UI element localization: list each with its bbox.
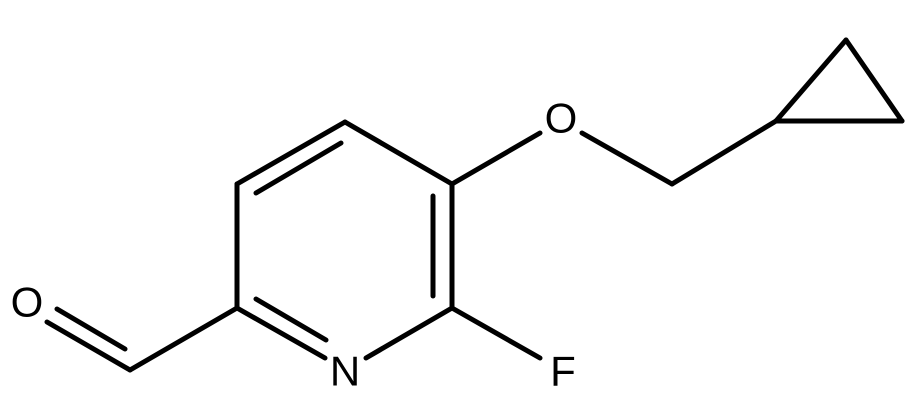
atom-label-fluorine: F bbox=[550, 348, 576, 395]
atom-label-oxygen-carbonyl: O bbox=[11, 279, 44, 326]
bond-o-c5 bbox=[449, 130, 543, 187]
atom-label-oxygen-ether: O bbox=[545, 95, 578, 142]
bond-c2-cho bbox=[127, 305, 240, 373]
bond-c6-f bbox=[449, 305, 543, 361]
bond-c4-c3 bbox=[234, 119, 348, 187]
bond-cho-o-inner bbox=[54, 306, 128, 352]
bond-cyclopropyl-2 bbox=[843, 37, 905, 124]
bond-n-c6 bbox=[363, 305, 455, 361]
bond-cho-o bbox=[44, 319, 133, 373]
bond-ch2-o bbox=[579, 130, 675, 187]
bond-c2-n bbox=[234, 305, 328, 361]
atom-label-nitrogen: N bbox=[330, 348, 360, 395]
bond-cyclopropyl-1 bbox=[773, 37, 849, 124]
bond-c5-c4 bbox=[342, 119, 455, 187]
bond-ring-ch2 bbox=[669, 118, 779, 187]
bond-c4-c3-inner bbox=[253, 140, 344, 196]
bond-c2-n-inner bbox=[253, 296, 329, 343]
